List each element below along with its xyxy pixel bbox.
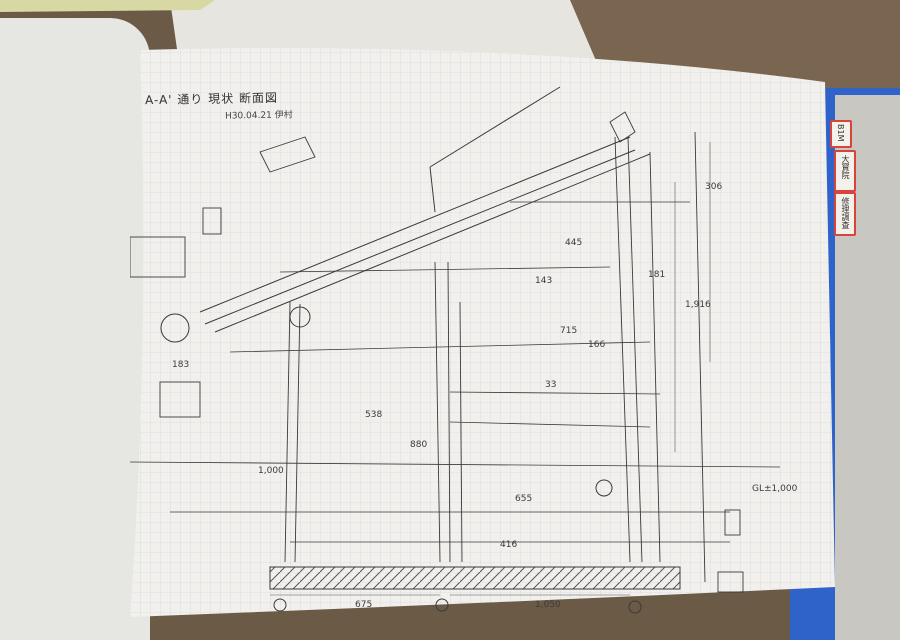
detail-sketches <box>130 111 744 593</box>
dimension-lines <box>270 142 711 596</box>
dimension-label: 143 <box>535 276 553 286</box>
drawing-title: A-A' 通り 現状 断面図 <box>144 90 279 108</box>
dimension-label: 880 <box>410 440 428 450</box>
left-page <box>0 18 150 640</box>
dimension-label: 538 <box>365 410 383 420</box>
beam-lines <box>130 201 781 543</box>
grid-markers <box>160 306 642 614</box>
dimension-label: 1,000 <box>258 466 284 476</box>
binder-tab-2: 大寳院 <box>834 150 856 192</box>
dimension-label: 1,050 <box>535 600 561 610</box>
dimension-label: 655 <box>515 494 533 504</box>
dimension-label: 33 <box>545 380 557 390</box>
yellow-folder <box>0 0 215 12</box>
dimension-label: 445 <box>565 238 583 248</box>
graph-paper-sheet <box>130 48 835 618</box>
dimension-label: 181 <box>648 270 666 280</box>
roof-drawing <box>199 86 651 333</box>
dimension-label: 715 <box>560 326 578 336</box>
binder-tab-3: 修理調査 <box>834 192 856 236</box>
drawing-date: H30.04.21 伊村 <box>224 110 293 122</box>
dimension-label: 1,916 <box>685 300 711 310</box>
binder-tab-1: B1M <box>830 120 852 148</box>
foundation-hatch <box>269 566 681 590</box>
dimension-label: 675 <box>355 600 373 610</box>
dimension-label: 306 <box>705 182 723 192</box>
dimension-label: 183 <box>172 360 190 370</box>
dimension-label: 416 <box>500 540 518 550</box>
dimension-label: 166 <box>588 340 606 350</box>
dimension-label: GL±1,000 <box>752 484 798 494</box>
